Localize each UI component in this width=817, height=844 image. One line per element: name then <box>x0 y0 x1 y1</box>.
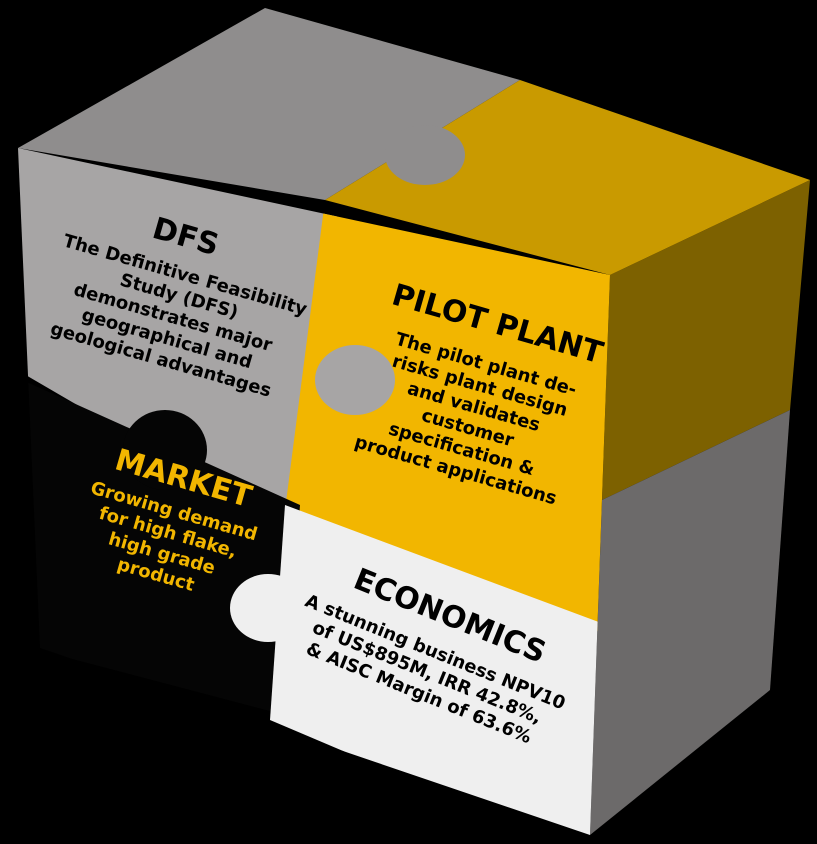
piece-pilot-shape <box>285 200 610 640</box>
cube-right-face-bottom <box>590 410 790 835</box>
market-puzzle-knob <box>123 410 207 490</box>
cube-right-face-top <box>602 180 810 500</box>
economics-puzzle-knob <box>230 574 306 642</box>
cube-top-face-gold <box>325 80 810 275</box>
piece-dfs-shape <box>18 148 340 535</box>
dfs-label-group: DFS The Definitive Feasibility Study (DF… <box>48 211 310 402</box>
piece-market-shape <box>18 370 300 715</box>
dfs-puzzle-knob <box>315 345 395 415</box>
top-puzzle-knob <box>385 125 465 185</box>
piece-economics-shape <box>270 505 610 835</box>
